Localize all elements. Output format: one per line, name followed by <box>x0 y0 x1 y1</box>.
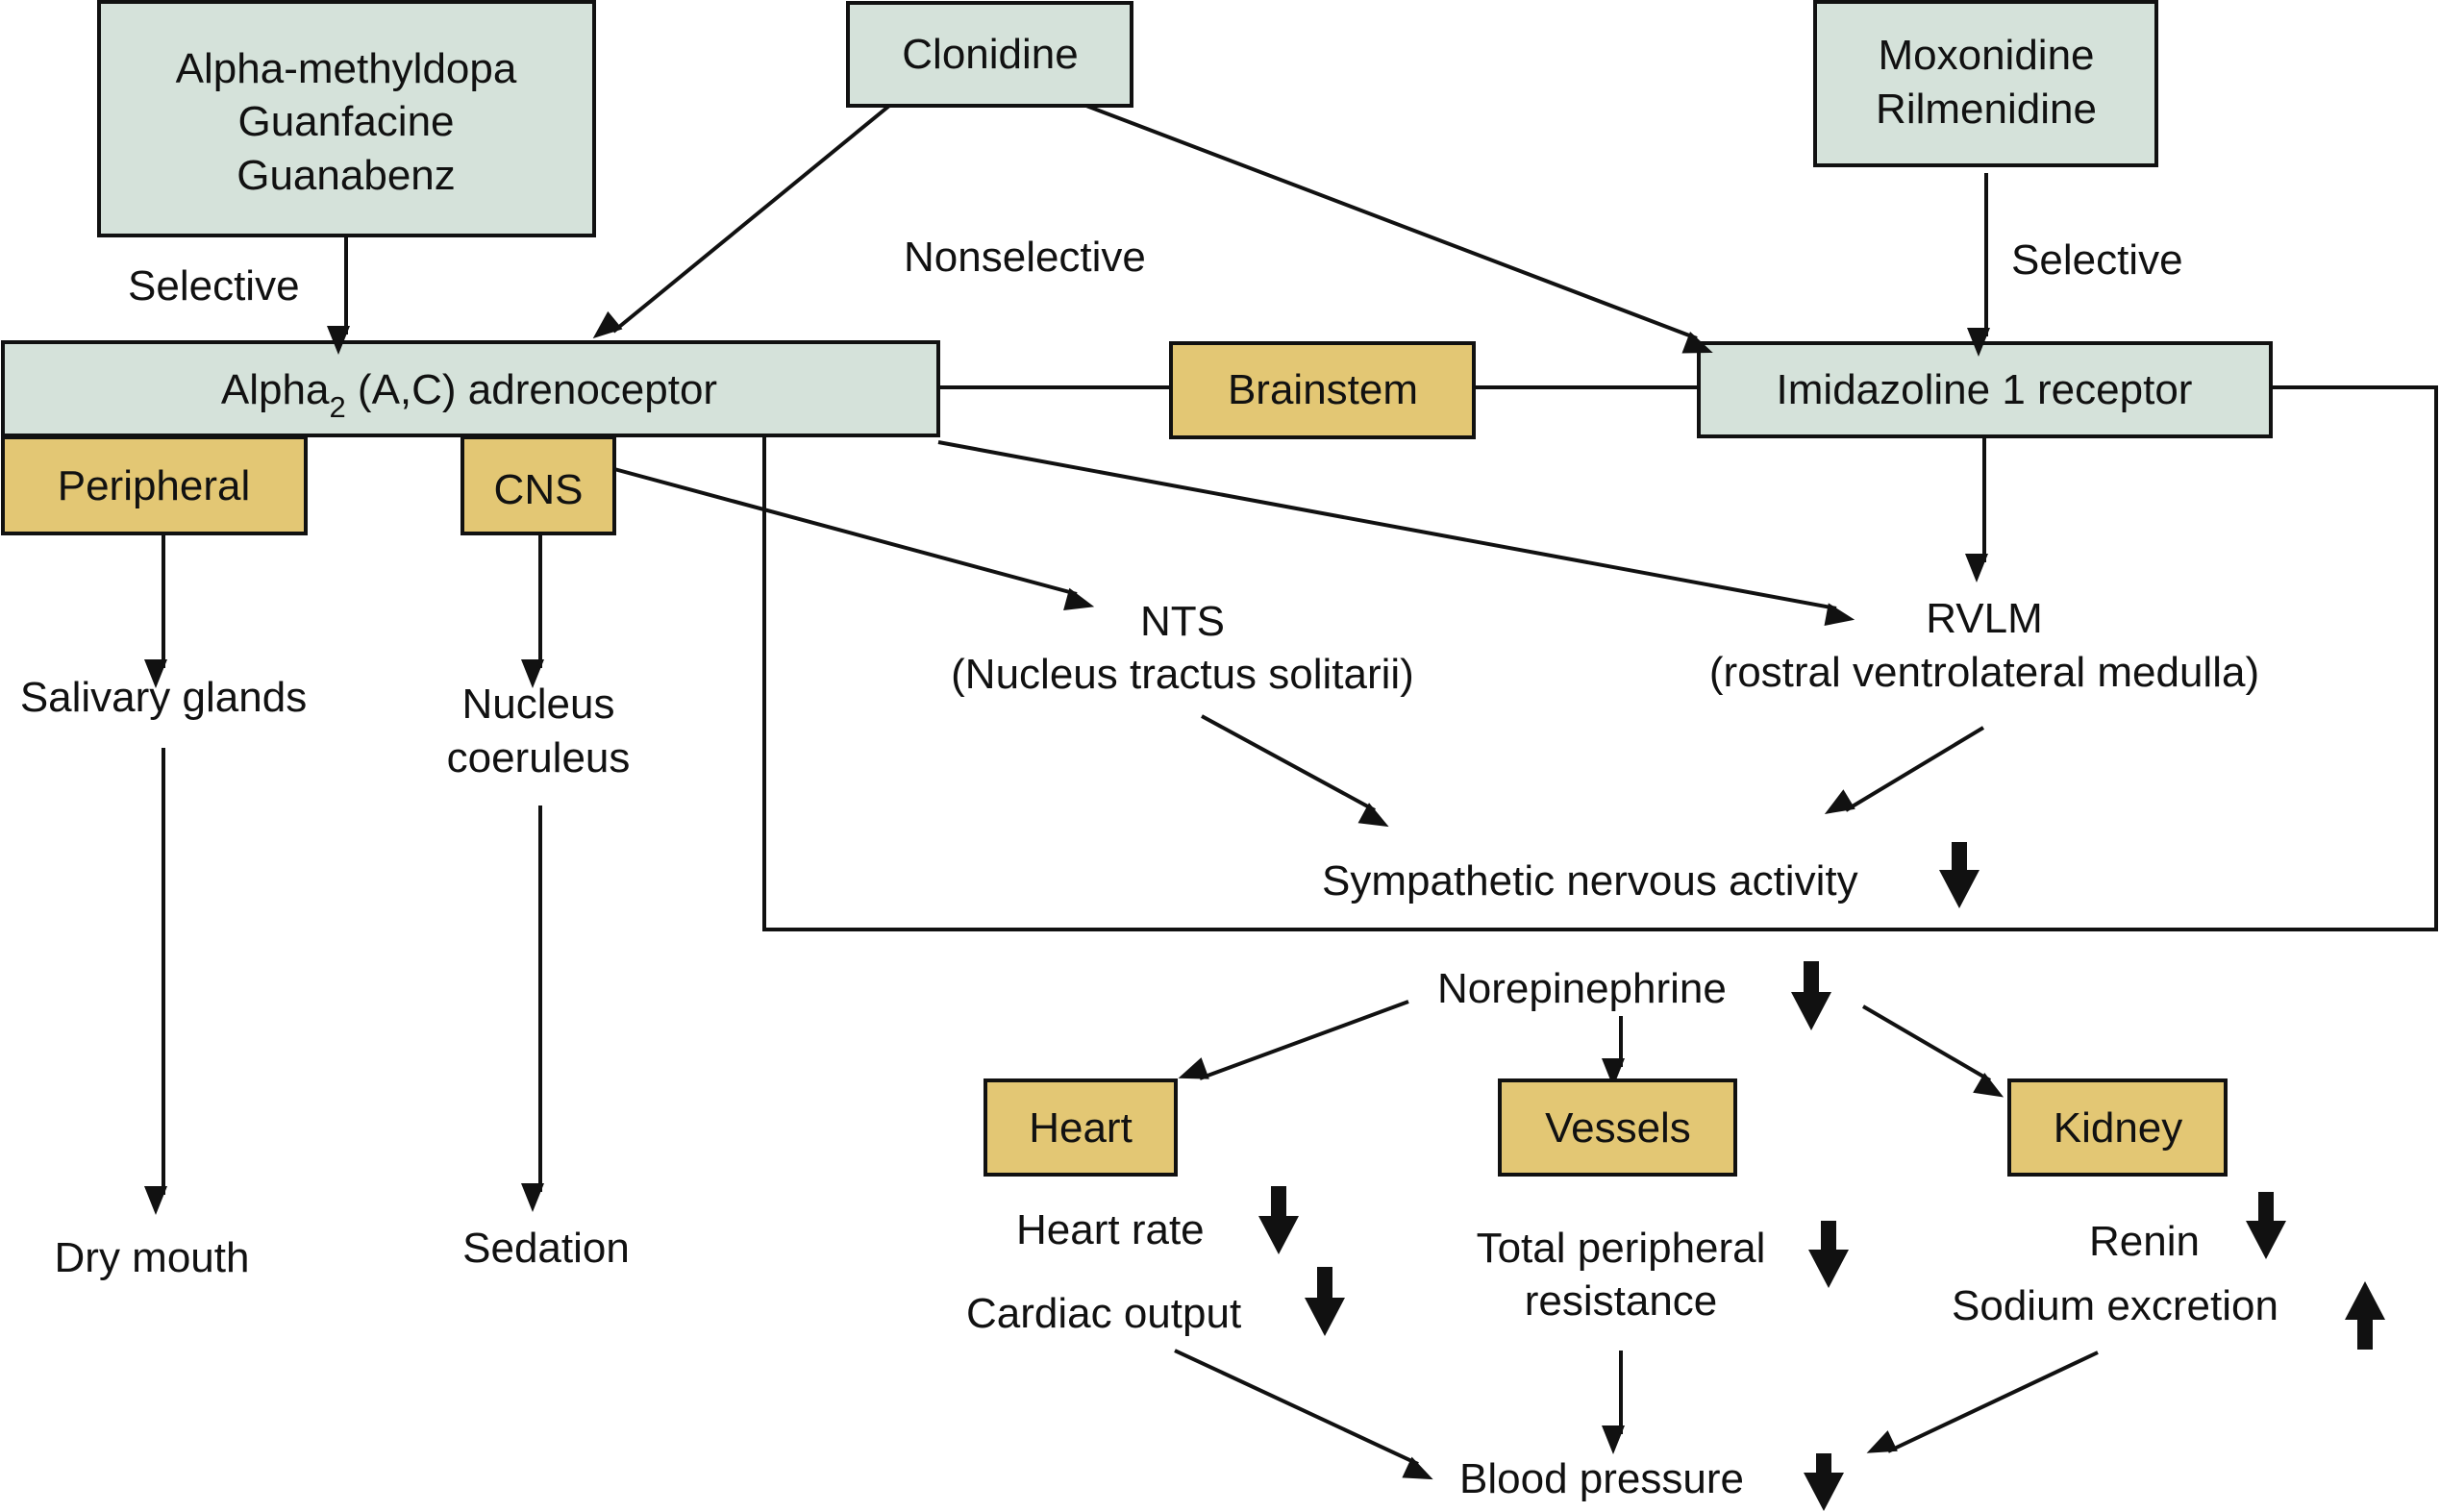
node-sympathetic-activity: Sympathetic nervous activity <box>1322 857 1858 905</box>
down-arrow-icon <box>1258 1186 1299 1254</box>
kidney-label: Kidney <box>2054 1104 2183 1152</box>
imidazoline-receptor-box: Imidazoline 1 receptor <box>1697 341 2273 438</box>
heart-label: Heart <box>1029 1104 1133 1152</box>
down-arrow-icon <box>1804 1453 1844 1511</box>
node-tpr-line1: Total peripheral <box>1477 1225 1766 1272</box>
node-sodium-excretion: Sodium excretion <box>1952 1282 2278 1329</box>
sympathetic-feedback-loop <box>762 385 2438 931</box>
kidney-box: Kidney <box>2007 1078 2228 1177</box>
node-rvlm: RVLM <box>1926 595 2042 642</box>
arrow-clonidine-to-imidazoline <box>1085 104 1713 354</box>
node-salivary-glands: Salivary glands <box>20 674 307 721</box>
up-arrow-icon <box>2345 1281 2385 1350</box>
alpha2-adrenoceptor-label: Alpha2 (A,C) adrenoceptor <box>221 366 717 424</box>
down-arrow-icon <box>1305 1267 1345 1336</box>
down-arrow-icon <box>1791 961 1831 1030</box>
node-cardiac-output: Cardiac output <box>966 1290 1241 1337</box>
node-renin: Renin <box>2089 1218 2200 1265</box>
edge-label-nonselective: Nonselective <box>904 234 1146 281</box>
arrow-clonidine-to-alpha2 <box>592 104 891 339</box>
arrow-cardiac-output-to-bp <box>1174 1349 1433 1480</box>
node-heart-rate: Heart rate <box>1016 1206 1205 1253</box>
arrow-sodium-to-bp <box>1866 1351 2099 1453</box>
vessels-label: Vessels <box>1545 1104 1691 1152</box>
cns-box: CNS <box>461 435 616 535</box>
alpha2-adrenoceptor-box: Alpha2 (A,C) adrenoceptor <box>1 340 940 437</box>
node-rvlm-full: (rostral ventrolateral medulla) <box>1709 649 2259 696</box>
drug-rilmenidine: Rilmenidine <box>1876 86 2097 133</box>
drug-clonidine: Clonidine <box>902 31 1078 78</box>
arrow-norepinephrine-to-kidney <box>1861 1004 2004 1098</box>
arrow-nts-to-sympathetic <box>1201 714 1389 828</box>
node-norepinephrine: Norepinephrine <box>1437 965 1727 1012</box>
node-sedation: Sedation <box>462 1225 630 1272</box>
node-nucleus-line1: Nucleus <box>462 681 615 728</box>
arrow-rvlm-to-sympathetic <box>1824 726 1985 814</box>
heart-box: Heart <box>983 1078 1178 1177</box>
arrow-norepinephrine-to-heart <box>1178 1000 1409 1080</box>
brainstem-label: Brainstem <box>1228 366 1418 413</box>
imidazoline-receptor-label: Imidazoline 1 receptor <box>1777 366 2193 413</box>
edge-label-selective-left: Selective <box>128 262 300 310</box>
node-nucleus-line2: coeruleus <box>447 734 631 781</box>
node-blood-pressure: Blood pressure <box>1459 1455 1744 1502</box>
peripheral-box: Peripheral <box>1 435 308 535</box>
brainstem-box: Brainstem <box>1169 341 1476 439</box>
down-arrow-icon <box>1808 1221 1849 1288</box>
peripheral-label: Peripheral <box>58 462 251 509</box>
down-arrow-icon <box>1939 842 1979 908</box>
cns-label: CNS <box>494 466 584 513</box>
node-nts: NTS <box>1140 598 1225 645</box>
drug-moxonidine: Moxonidine <box>1878 32 2094 79</box>
arrow-cns-to-nts <box>613 467 1095 610</box>
arrow-alpha2-to-rvlm <box>937 440 1855 627</box>
drug-alpha-methyldopa: Alpha-methyldopa <box>176 45 517 92</box>
edge-label-selective-right: Selective <box>2011 236 2183 284</box>
selective-i1-drugs-box: Moxonidine Rilmenidine <box>1813 0 2158 167</box>
node-tpr-line2: resistance <box>1525 1277 1718 1325</box>
drug-guanfacine: Guanfacine <box>237 98 454 145</box>
node-nts-full: (Nucleus tractus solitarii) <box>951 651 1414 698</box>
drug-guanabenz: Guanabenz <box>237 152 456 199</box>
clonidine-box: Clonidine <box>846 1 1133 108</box>
node-dry-mouth: Dry mouth <box>55 1234 250 1281</box>
vessels-box: Vessels <box>1498 1078 1737 1177</box>
down-arrow-icon <box>2246 1192 2286 1259</box>
selective-alpha-drugs-box: Alpha-methyldopa Guanfacine Guanabenz <box>97 0 596 237</box>
